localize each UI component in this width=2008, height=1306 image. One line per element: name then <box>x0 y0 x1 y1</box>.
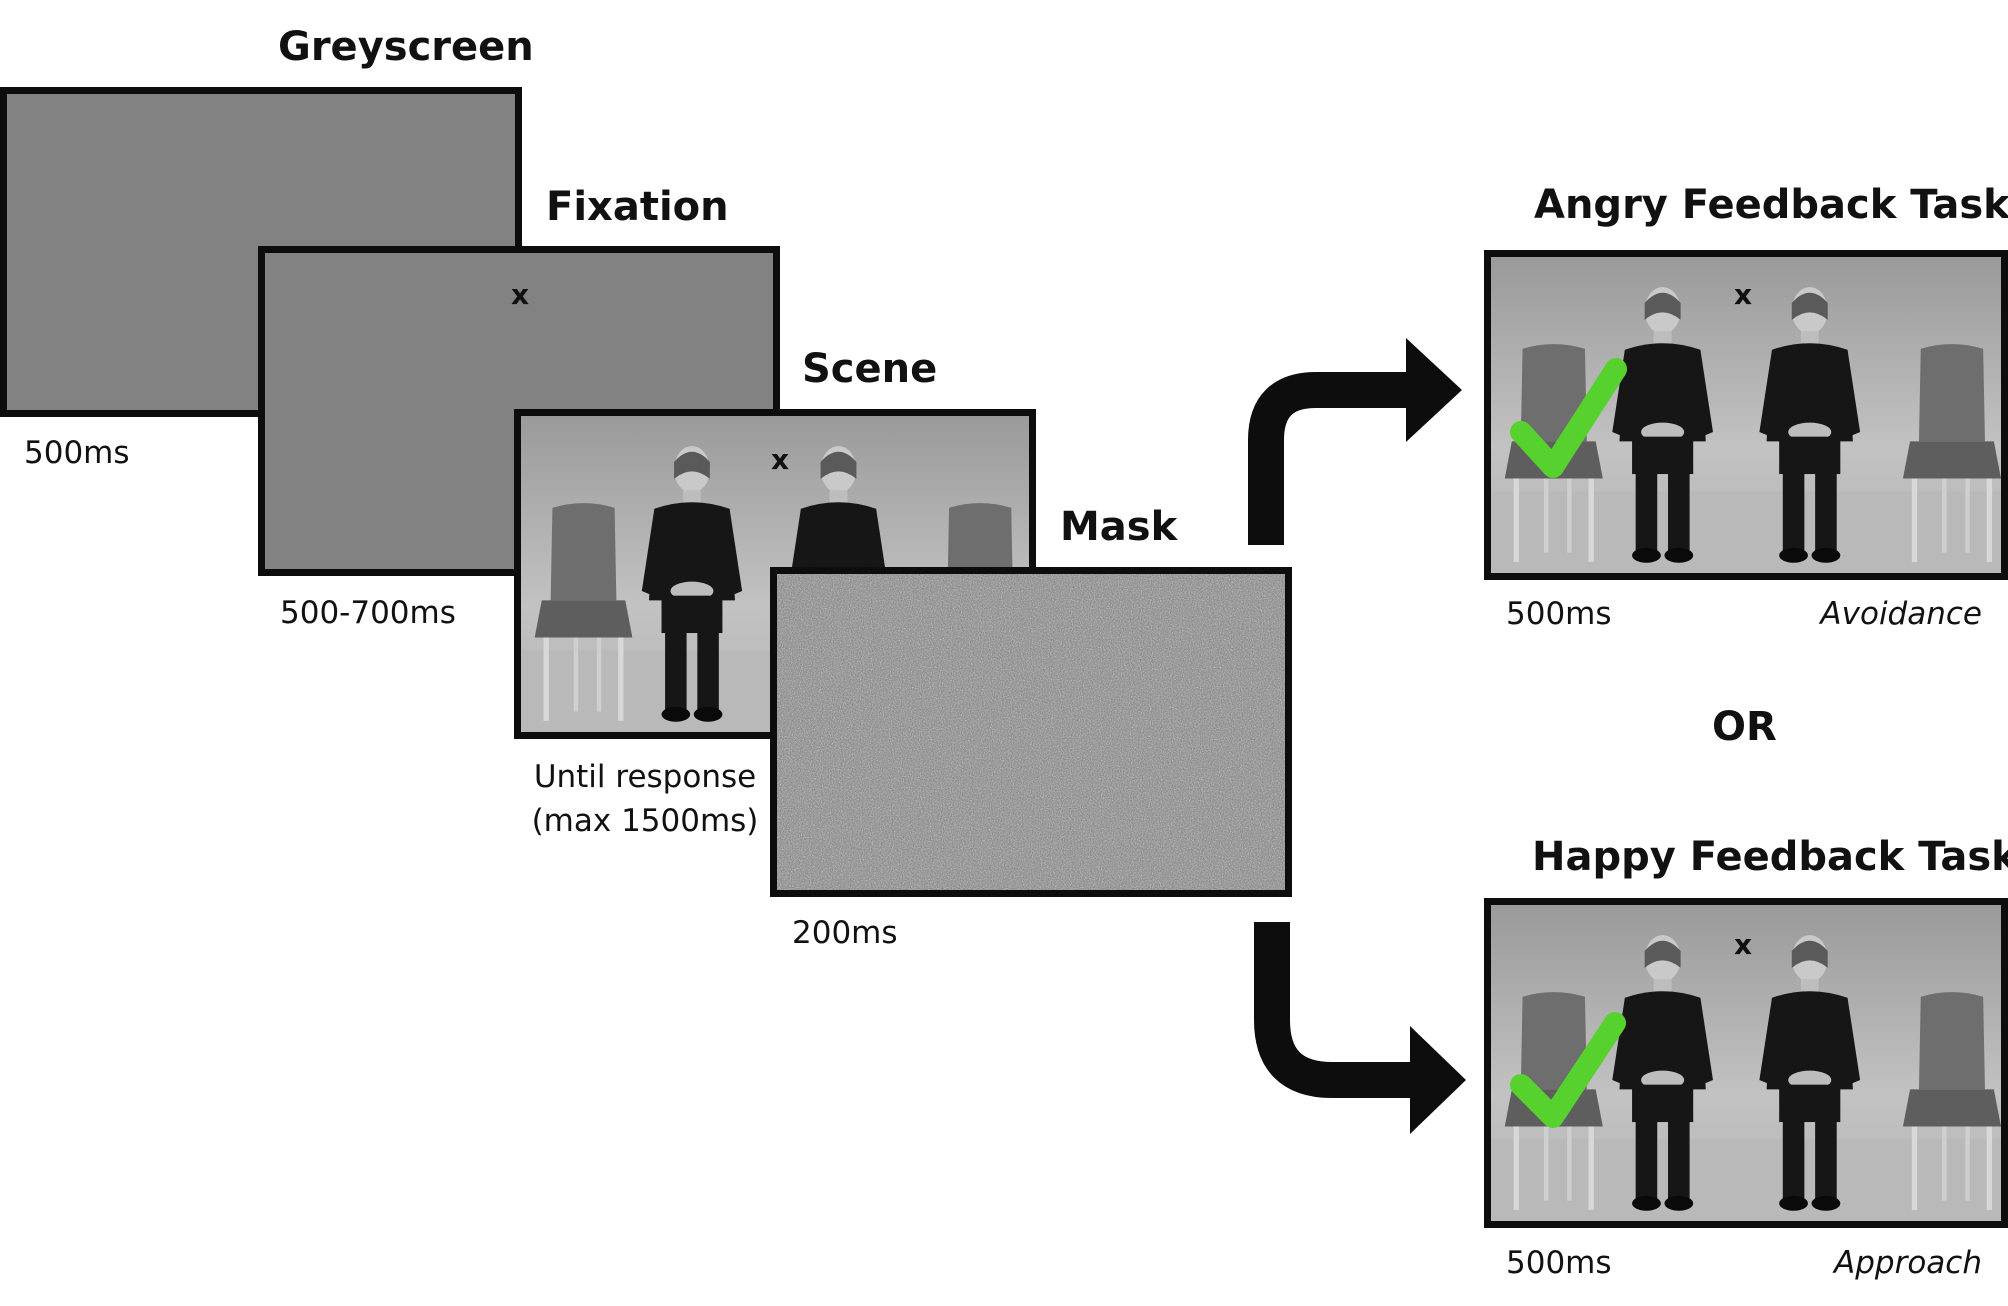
mask-duration: 200ms <box>792 915 898 951</box>
or-separator: OR <box>1712 704 1777 750</box>
angry-scene-photo <box>1491 257 2001 573</box>
scene-duration-line2: (max 1500ms) <box>531 803 759 839</box>
arrow-down-branch <box>1254 922 1466 1134</box>
greyscreen-duration: 500ms <box>24 435 130 471</box>
angry-task-title: Angry Feedback Task <box>1534 182 2008 228</box>
mask-title: Mask <box>1060 504 1178 550</box>
mask-panel <box>770 567 1292 897</box>
happy-task-title: Happy Feedback Task <box>1532 834 2008 880</box>
happy-fixation-cross: x <box>1734 928 1753 961</box>
angry-feedback-panel: x <box>1484 250 2008 580</box>
fixation-title: Fixation <box>546 184 729 230</box>
checkmark-icon <box>1510 358 1627 478</box>
checkmark-icon <box>1510 1012 1626 1128</box>
scene-duration: Until response (max 1500ms) <box>530 755 760 843</box>
fixation-cross: x <box>511 278 530 311</box>
arrow-up-branch <box>1248 338 1462 545</box>
happy-feedback-panel: x <box>1484 898 2008 1228</box>
happy-response: Approach <box>1834 1245 1982 1281</box>
angry-duration: 500ms <box>1506 596 1612 632</box>
scene-title: Scene <box>802 346 938 392</box>
happy-duration: 500ms <box>1506 1245 1612 1281</box>
greyscreen-title: Greyscreen <box>278 24 534 70</box>
fixation-duration: 500-700ms <box>280 595 456 631</box>
angry-fixation-cross: x <box>1734 278 1753 311</box>
mask-noise <box>777 574 1285 890</box>
angry-response: Avoidance <box>1820 596 1982 632</box>
happy-scene-photo <box>1491 905 2001 1221</box>
scene-duration-line1: Until response <box>533 759 757 795</box>
scene-fixation-cross: x <box>771 443 790 476</box>
